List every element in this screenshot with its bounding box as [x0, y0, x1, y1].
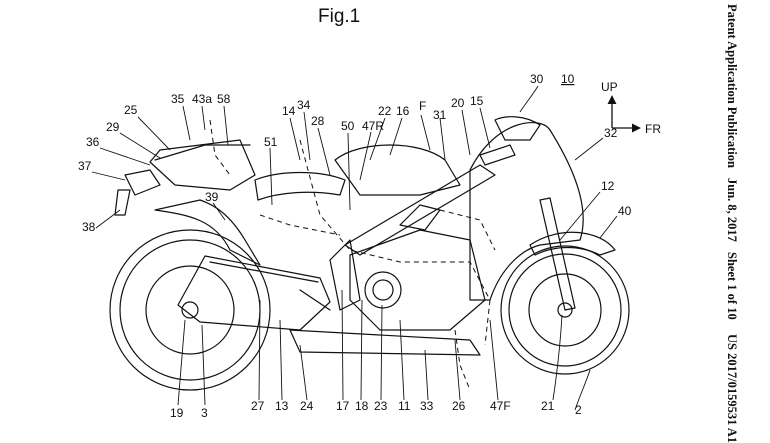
rear-fender [154, 199, 261, 266]
handlebar [479, 144, 516, 166]
ref-58: 58 [217, 92, 231, 106]
under-cowl [289, 329, 481, 356]
ref-16: 16 [396, 104, 410, 118]
ref-18: 18 [355, 399, 369, 413]
seat [254, 171, 346, 201]
reference-numerals: 30 10 15 20 F 31 16 22 47R 50 28 34 14 5… [78, 72, 632, 420]
header-number-text: US 2017/0159531 A1 [725, 334, 739, 443]
ref-15: 15 [470, 94, 484, 108]
ref-23: 23 [374, 399, 388, 413]
header-number: US 2017/0159531 A1 [722, 0, 744, 443]
ref-12: 12 [601, 179, 615, 193]
ref-22: 22 [378, 104, 392, 118]
ref-39: 39 [205, 190, 219, 204]
ref-27: 27 [251, 399, 265, 413]
ref-50: 50 [341, 119, 355, 133]
ref-35: 35 [171, 92, 185, 106]
fuel-tank [334, 144, 461, 196]
ref-10: 10 [561, 72, 575, 86]
front-fender [529, 231, 616, 256]
ref-11: 11 [398, 399, 411, 413]
ref-43a: 43a [192, 92, 212, 106]
ref-19: 19 [170, 406, 184, 420]
ref-17: 17 [336, 399, 350, 413]
ref-24: 24 [300, 399, 314, 413]
front-fairing [469, 122, 584, 301]
ref-31: 31 [433, 108, 447, 122]
ref-20: 20 [451, 96, 465, 110]
main-frame [344, 164, 496, 256]
license-plate-bracket [114, 189, 131, 216]
ref-38: 38 [82, 220, 96, 234]
figure-title: Fig.1 [318, 6, 361, 27]
ref-40: 40 [618, 204, 632, 218]
windscreen [494, 116, 541, 141]
ref-2: 2 [575, 403, 582, 417]
ref-32: 32 [604, 126, 618, 140]
ref-14: 14 [282, 104, 296, 118]
ref-30: 30 [530, 72, 544, 86]
rear-wheel [109, 229, 271, 391]
front-fork [539, 197, 576, 311]
engine [349, 229, 486, 331]
tail-cowl [149, 139, 256, 191]
air-duct-hidden-line [299, 139, 491, 346]
ref-26: 26 [452, 399, 466, 413]
front-wheel [500, 245, 630, 375]
swing-arm [177, 255, 331, 331]
ref-37: 37 [78, 159, 92, 173]
leader-lines [91, 85, 618, 411]
ref-F: F [419, 99, 426, 113]
ref-36: 36 [86, 135, 100, 149]
ref-47F: 47F [490, 399, 511, 413]
ref-33: 33 [420, 399, 434, 413]
direction-up-label: UP [601, 80, 618, 94]
ref-47R: 47R [362, 119, 384, 133]
direction-forward-label: FR [645, 122, 661, 136]
ref-34: 34 [297, 98, 311, 112]
direction-indicator: UP FR [601, 80, 661, 136]
ref-3: 3 [201, 406, 208, 420]
motorcycle-drawing: UP FR [78, 72, 661, 420]
ref-29: 29 [106, 120, 120, 134]
ref-51: 51 [264, 135, 278, 149]
ref-25: 25 [124, 103, 138, 117]
ref-13: 13 [275, 399, 289, 413]
ref-28: 28 [311, 114, 325, 128]
ref-21: 21 [541, 399, 555, 413]
